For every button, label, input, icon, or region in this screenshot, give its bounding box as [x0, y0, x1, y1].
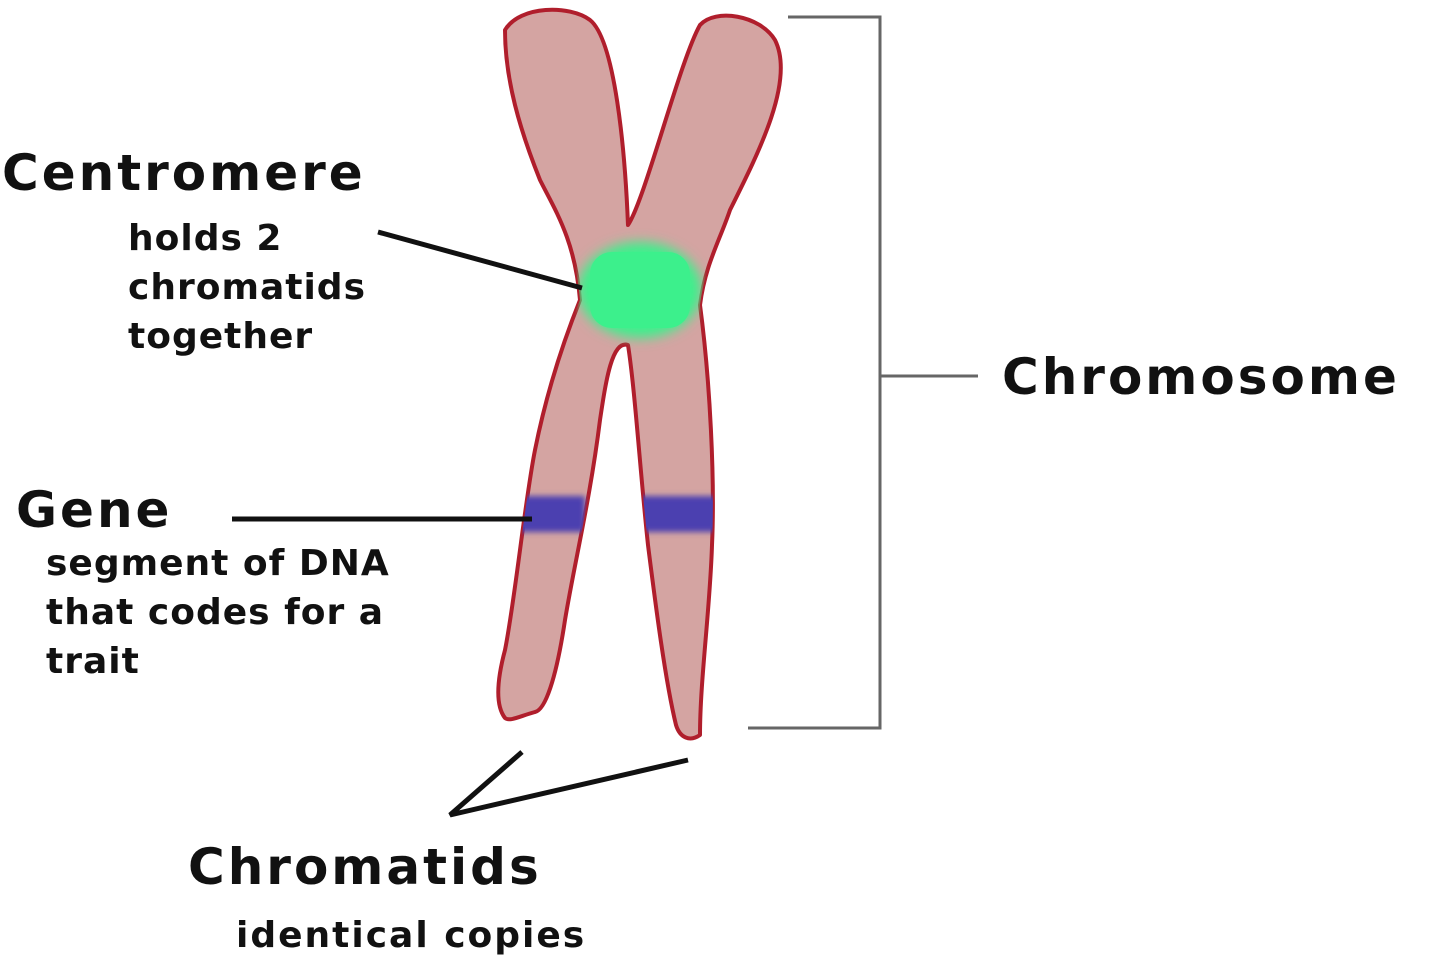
gene-label: Gene: [16, 481, 173, 539]
gene-desc-line-3: trait: [46, 641, 140, 682]
chromosome-body: [496, 7, 783, 741]
centromere-label: Centromere: [2, 144, 366, 202]
chromatids-label: Chromatids: [188, 838, 542, 896]
centromere-desc-line-1: holds 2: [128, 218, 283, 259]
chromatids-pointer-lines: [448, 750, 689, 818]
chromatids-desc: identical copies: [236, 915, 587, 956]
centromere-pointer-line: [377, 229, 583, 291]
centromere-desc-line-2: chromatids: [128, 267, 367, 308]
gene-desc-line-2: that codes for a: [46, 592, 385, 633]
gene-band-right: [625, 496, 725, 532]
gene-desc-line-1: segment of DNA: [46, 543, 390, 584]
centromere-desc-line-3: together: [128, 316, 314, 357]
chromosome-label: Chromosome: [1002, 348, 1400, 406]
gene-band-left: [500, 496, 585, 532]
centromere-core: [590, 252, 690, 328]
chromosome-bracket: [748, 15, 882, 730]
